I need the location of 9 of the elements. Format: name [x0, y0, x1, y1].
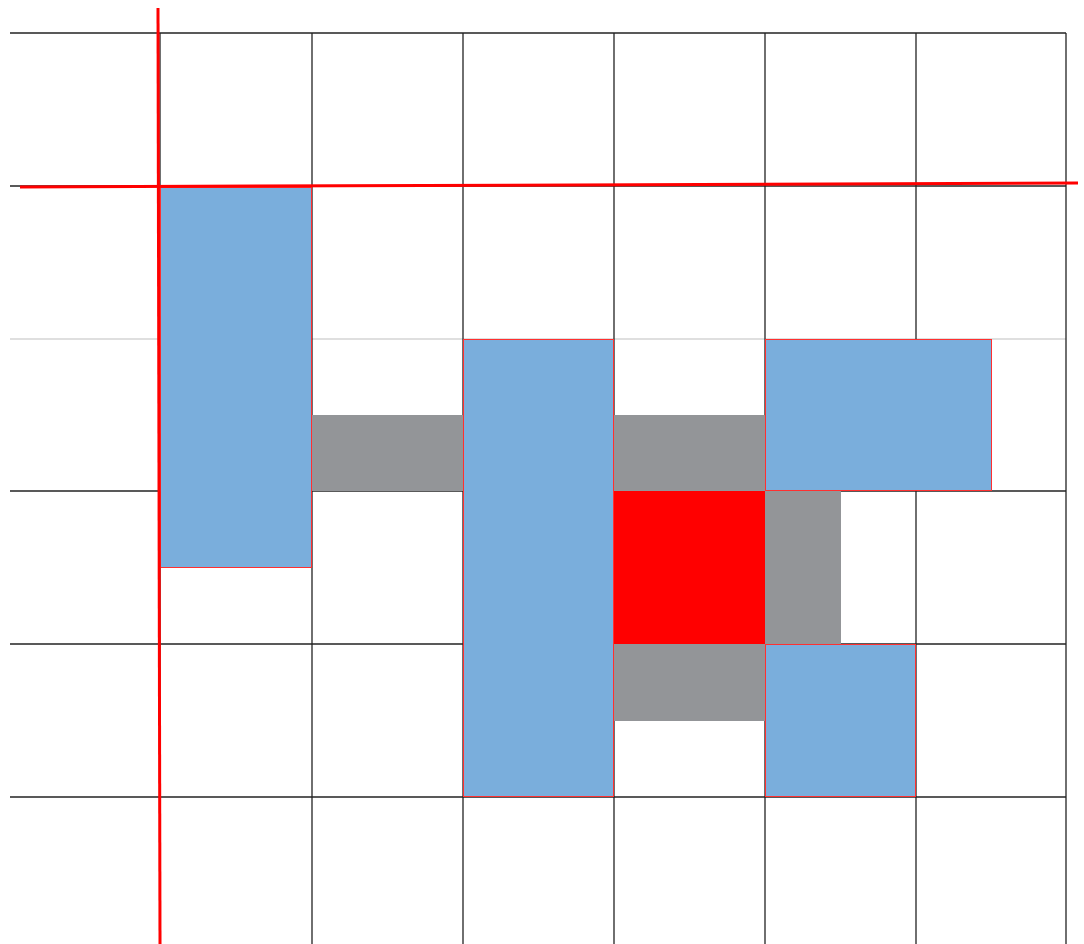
filled-tile	[614, 644, 765, 721]
filled-tile	[160, 187, 312, 568]
filled-tile	[614, 415, 765, 491]
filled-tile	[765, 339, 992, 491]
filled-tile	[312, 415, 463, 491]
filled-tile	[765, 644, 916, 797]
filled-tile	[463, 339, 614, 797]
filled-tile	[614, 491, 765, 644]
filled-tile	[765, 491, 841, 644]
